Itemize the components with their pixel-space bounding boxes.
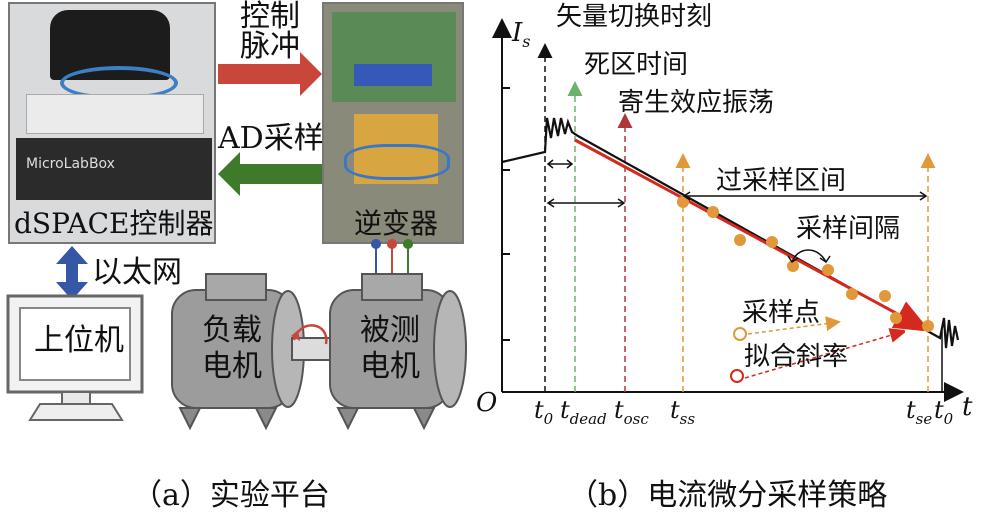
- fit-slope-line: [574, 138, 920, 326]
- sample-point: [846, 288, 858, 300]
- caption-a: （a）实验平台: [132, 478, 330, 513]
- oversampling-annotation: 过采样区间: [716, 166, 847, 196]
- control-pulse-label-1: 控制: [240, 0, 300, 34]
- oversampling-span-arrow: [682, 191, 928, 201]
- sample-point: [707, 206, 719, 218]
- ethernet-label: 以太网: [92, 255, 182, 290]
- sample-point: [890, 312, 902, 324]
- control-pulse-label-2: 脉冲: [240, 29, 300, 64]
- sample-point: [787, 260, 799, 272]
- ad-sample-arrow: [218, 152, 322, 196]
- test-motor-icon: [329, 273, 467, 431]
- tick-sub: 0: [943, 409, 954, 428]
- tick-main: t: [934, 396, 944, 424]
- caption-b: （b）电流微分采样策略: [568, 478, 888, 513]
- dead-time-annotation: 死区时间: [584, 50, 689, 80]
- control-pulse-arrow: [218, 52, 322, 96]
- tick-t0-end: t0: [934, 398, 953, 427]
- tick-sub: 0: [543, 409, 554, 428]
- fit-slope-annotation: 拟合斜率: [744, 342, 849, 372]
- test-motor-label-2: 电机: [360, 349, 420, 384]
- origin-label: O: [476, 388, 498, 418]
- inverter-wiring: [344, 144, 450, 180]
- test-motor-label-1: 被测: [360, 313, 420, 348]
- fit-slope-legend-marker: [730, 369, 744, 383]
- ad-sample-label: AD采样: [218, 121, 324, 156]
- fit-slope-legend-arrow: [744, 332, 902, 379]
- tick-main: t: [614, 396, 624, 424]
- sample-point: [734, 234, 746, 246]
- tick-tosc: tosc: [614, 398, 649, 427]
- sample-point: [677, 196, 689, 208]
- tick-t0: t0: [534, 398, 553, 427]
- sample-points: [677, 196, 934, 332]
- sample-interval-arc: [791, 249, 827, 263]
- dspace-label: dSPACE控制器: [14, 207, 214, 240]
- sample-point-legend-arrow: [747, 316, 841, 335]
- sample-point: [922, 320, 934, 332]
- tick-sub: osc: [623, 409, 649, 428]
- oscillation-span-arrow: [546, 198, 626, 208]
- sample-interval-annotation: 采样间隔: [796, 214, 901, 244]
- controller-lower-body: MicroLabBox: [16, 138, 212, 200]
- y-axis-subscript: s: [522, 32, 531, 52]
- dspace-controller-photo: MicroLabBox dSPACE控制器: [8, 2, 216, 244]
- y-ticks: [502, 87, 510, 341]
- host-computer-icon: [6, 294, 144, 421]
- tick-main: t: [906, 396, 916, 424]
- sample-point-legend-marker: [733, 327, 747, 341]
- pcb-board: [332, 12, 456, 102]
- tick-tse: tse: [906, 398, 932, 427]
- load-motor-icon: [171, 273, 305, 431]
- relay-blocks: [354, 64, 432, 86]
- tick-tdead: tdead: [560, 398, 607, 427]
- load-motor-label-1: 负载: [202, 313, 262, 348]
- tick-main: t: [534, 396, 544, 424]
- parasitic-oscillation-annotation: 寄生效应振荡: [618, 88, 775, 118]
- inverter-label: 逆变器: [354, 207, 439, 240]
- y-axis-label: Is: [512, 20, 531, 50]
- vector-switch-annotation: 矢量切换时刻: [556, 2, 713, 32]
- controller-upper-body: [26, 94, 204, 134]
- load-motor-label-2: 电机: [202, 349, 262, 384]
- y-axis-symbol: I: [512, 18, 523, 48]
- host-computer-label: 上位机: [34, 323, 124, 358]
- sample-point-annotation: 采样点: [742, 298, 821, 328]
- current-waveform: [501, 117, 960, 349]
- sample-point: [766, 236, 778, 248]
- tick-main: t: [670, 396, 680, 424]
- ethernet-arrow: [56, 246, 88, 300]
- tick-sub: dead: [569, 409, 607, 428]
- tick-main: t: [560, 396, 570, 424]
- tick-sub: ss: [679, 409, 696, 428]
- tick-tss: tss: [670, 398, 695, 427]
- tick-sub: se: [915, 409, 933, 428]
- brand-text: MicroLabBox: [26, 156, 115, 172]
- dead-time-span-arrow: [546, 159, 574, 169]
- sample-point: [822, 264, 834, 276]
- sample-point: [879, 290, 891, 302]
- t-axis-label: t: [962, 392, 973, 422]
